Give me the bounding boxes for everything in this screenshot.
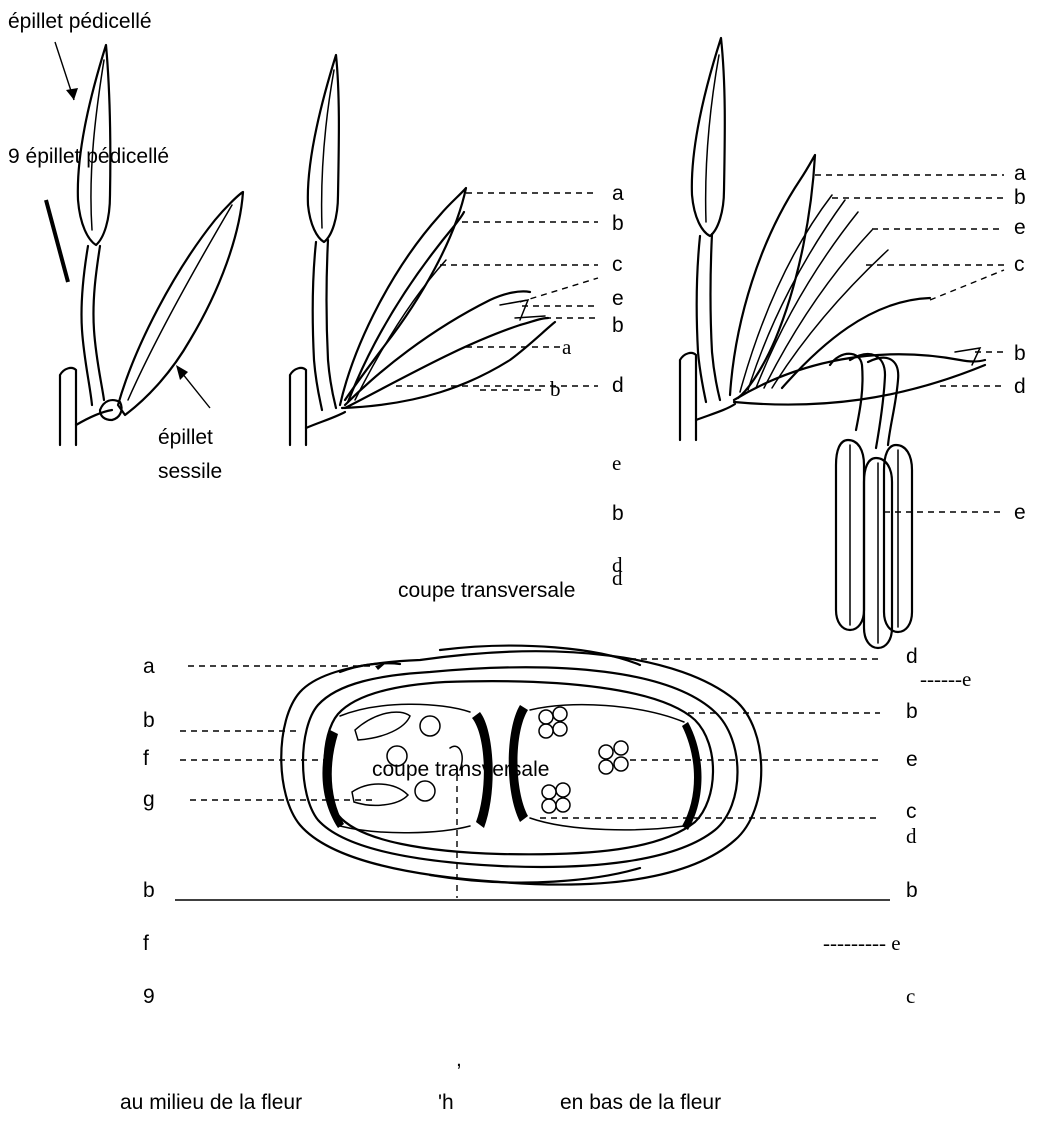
cross-glume-tip-top bbox=[440, 646, 640, 665]
figure-flower-stamens: a b e c b d e bbox=[680, 38, 1026, 648]
fig3-label-c: c bbox=[1014, 253, 1025, 276]
cross-label-c-bottom: c bbox=[906, 984, 915, 1008]
cross-keel-right bbox=[682, 722, 702, 830]
cross-label-b-bottom: b bbox=[143, 879, 155, 902]
cross-anther-section-3 bbox=[542, 783, 570, 813]
fig3-lemma-5 bbox=[772, 250, 888, 388]
fig2-label-a2: a bbox=[562, 335, 572, 359]
fig2-label-b: b bbox=[612, 212, 624, 235]
fig3-lemma-1 bbox=[740, 195, 832, 392]
fig3-upper-palea bbox=[734, 354, 985, 400]
rachis bbox=[60, 368, 76, 445]
fig3-label-e: e bbox=[1014, 216, 1026, 239]
fig2-rachis-joint bbox=[306, 412, 345, 428]
pedicelled-arrow-icon bbox=[66, 88, 78, 100]
fig2-pedicelled-inner bbox=[322, 70, 334, 228]
fig3-palea bbox=[782, 298, 930, 388]
cross-anther-section-2 bbox=[599, 741, 628, 774]
label-sessile-2: sessile bbox=[158, 460, 222, 483]
cross-label-a: a bbox=[143, 655, 155, 678]
fig3-pedicel bbox=[697, 234, 720, 402]
cross-label-e: e bbox=[906, 748, 918, 771]
cross-anther-section-1 bbox=[539, 707, 567, 738]
caption-bottom-of-flower: en bas de la fleur bbox=[560, 1091, 721, 1114]
cross-label-dash-e2: --------- e bbox=[823, 931, 901, 955]
label-sessile-1: épillet bbox=[158, 426, 213, 449]
fig2-flower-tip bbox=[500, 300, 545, 320]
cross-pollen-1 bbox=[420, 716, 440, 736]
cross-label-b-right: b bbox=[906, 700, 918, 723]
fig2-label-b4: b bbox=[612, 502, 624, 525]
fig3-filament-1 bbox=[830, 354, 863, 430]
label-pedicelled-spikelet-mid: 9 épillet pédicellé bbox=[8, 145, 169, 168]
fig2-label-c: c bbox=[612, 253, 623, 276]
cross-label-b-bottom-right: b bbox=[906, 879, 918, 902]
cross-label-f-bottom: f bbox=[143, 932, 149, 955]
stray-comma: , bbox=[456, 1048, 462, 1071]
fig3-label-a: a bbox=[1014, 162, 1026, 185]
cross-label-d: d bbox=[906, 645, 918, 668]
cross-label-d2: d bbox=[906, 824, 917, 848]
cross-glume-tip-bottom bbox=[430, 868, 640, 883]
fig3-label-b: b bbox=[1014, 186, 1026, 209]
fig3-leader-c2 bbox=[930, 270, 1004, 300]
fig3-label-d: d bbox=[1014, 375, 1026, 398]
fig2-label-d3: d bbox=[612, 566, 623, 590]
cross-pollen-3 bbox=[415, 781, 435, 801]
fig2-rachis bbox=[290, 368, 306, 445]
cross-label-g: g bbox=[143, 788, 155, 811]
fig2-label-d: d bbox=[612, 374, 624, 397]
fig3-label-b2: b bbox=[1014, 342, 1026, 365]
fig3-glume-a bbox=[730, 155, 815, 398]
caption-coupe-1: coupe transversale bbox=[398, 579, 575, 602]
figure-spikelet-pair: épillet pédicellé 9 épillet pédicellé ép… bbox=[8, 10, 243, 483]
figure-cross-section: a b f g d ------e b e c d coupe transver… bbox=[143, 645, 971, 1008]
fig2-label-e: e bbox=[612, 287, 624, 310]
caption-coupe-2: coupe transversale bbox=[372, 758, 549, 781]
cross-style-lower bbox=[352, 784, 408, 805]
cross-label-c: c bbox=[906, 800, 917, 823]
rachis-joint bbox=[76, 410, 112, 425]
fig3-rachis-joint bbox=[696, 404, 735, 420]
fig2-label-b2: b bbox=[612, 314, 624, 337]
cross-label-9: 9 bbox=[143, 985, 155, 1008]
fig2-leader-c2 bbox=[520, 278, 598, 302]
fig3-lower-glume bbox=[734, 365, 985, 405]
cross-label-f: f bbox=[143, 747, 149, 770]
fig2-label-e2: e bbox=[612, 451, 621, 475]
caption-h: 'h bbox=[438, 1091, 454, 1114]
fig2-palea bbox=[345, 318, 548, 408]
fig2-label-a: a bbox=[612, 182, 624, 205]
scale-bar bbox=[46, 200, 68, 282]
caption-middle-of-flower: au milieu de la fleur bbox=[120, 1091, 302, 1114]
cross-label-dash-e: ------e bbox=[920, 667, 971, 691]
fig2-label-b3: b bbox=[550, 377, 561, 401]
fig3-rachis bbox=[680, 353, 696, 440]
fig2-glume-b bbox=[348, 212, 464, 402]
figure-opened-spikelet: a b c e b a d b e b d coupe transversale… bbox=[290, 55, 624, 602]
pedicel bbox=[81, 246, 104, 405]
label-pedicelled-spikelet-top: épillet pédicellé bbox=[8, 10, 152, 33]
cross-style-upper bbox=[355, 712, 410, 740]
cross-label-b: b bbox=[143, 709, 155, 732]
fig3-label-e2: e bbox=[1014, 501, 1026, 524]
fig2-pedicel bbox=[313, 240, 336, 410]
